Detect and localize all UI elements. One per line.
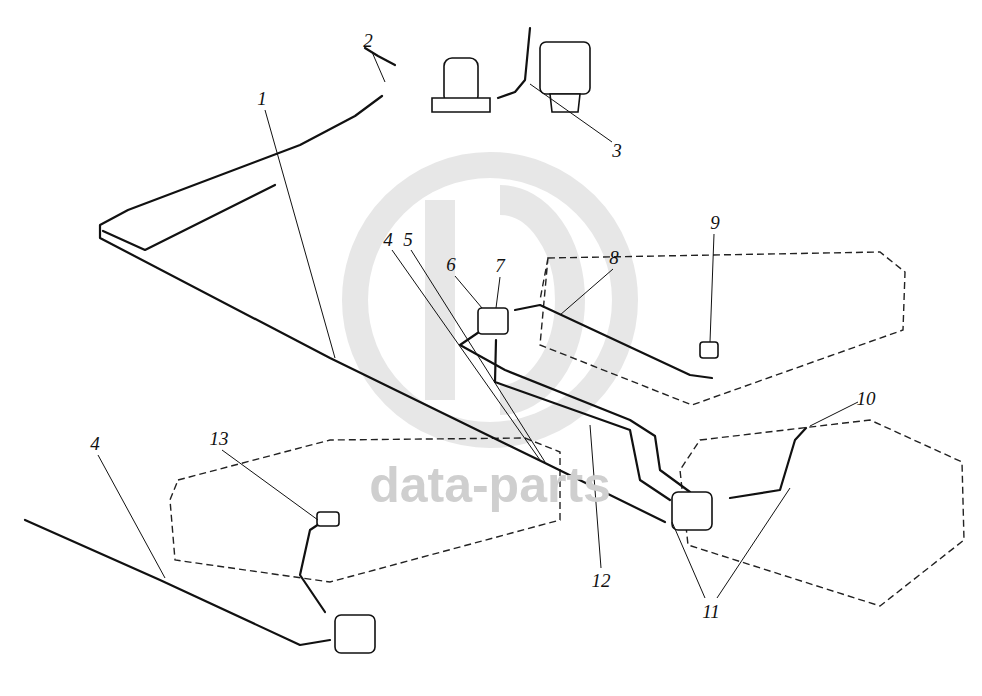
callout-number: 2 [363,31,373,50]
fuel-tanks [170,252,964,606]
callout-number: 4 [90,434,100,453]
callout-number: 8 [609,248,619,267]
callout-number: 10 [857,389,876,408]
watermark-text: data-parts [369,460,611,510]
callout-number: 9 [710,213,720,232]
fuel-pipes [25,28,806,645]
callout-number: 1 [257,89,267,108]
fuel-components [317,42,718,653]
callout-number: 3 [612,141,622,160]
leader-lines [98,52,858,598]
callout-number: 7 [495,256,505,275]
callout-number: 6 [446,255,456,274]
callout-number: 4 [383,230,393,249]
callout-number: 11 [702,602,720,621]
callout-number: 13 [210,429,229,448]
callout-number: 12 [592,571,611,590]
callout-number: 5 [403,230,413,249]
watermark-logo [355,165,625,435]
